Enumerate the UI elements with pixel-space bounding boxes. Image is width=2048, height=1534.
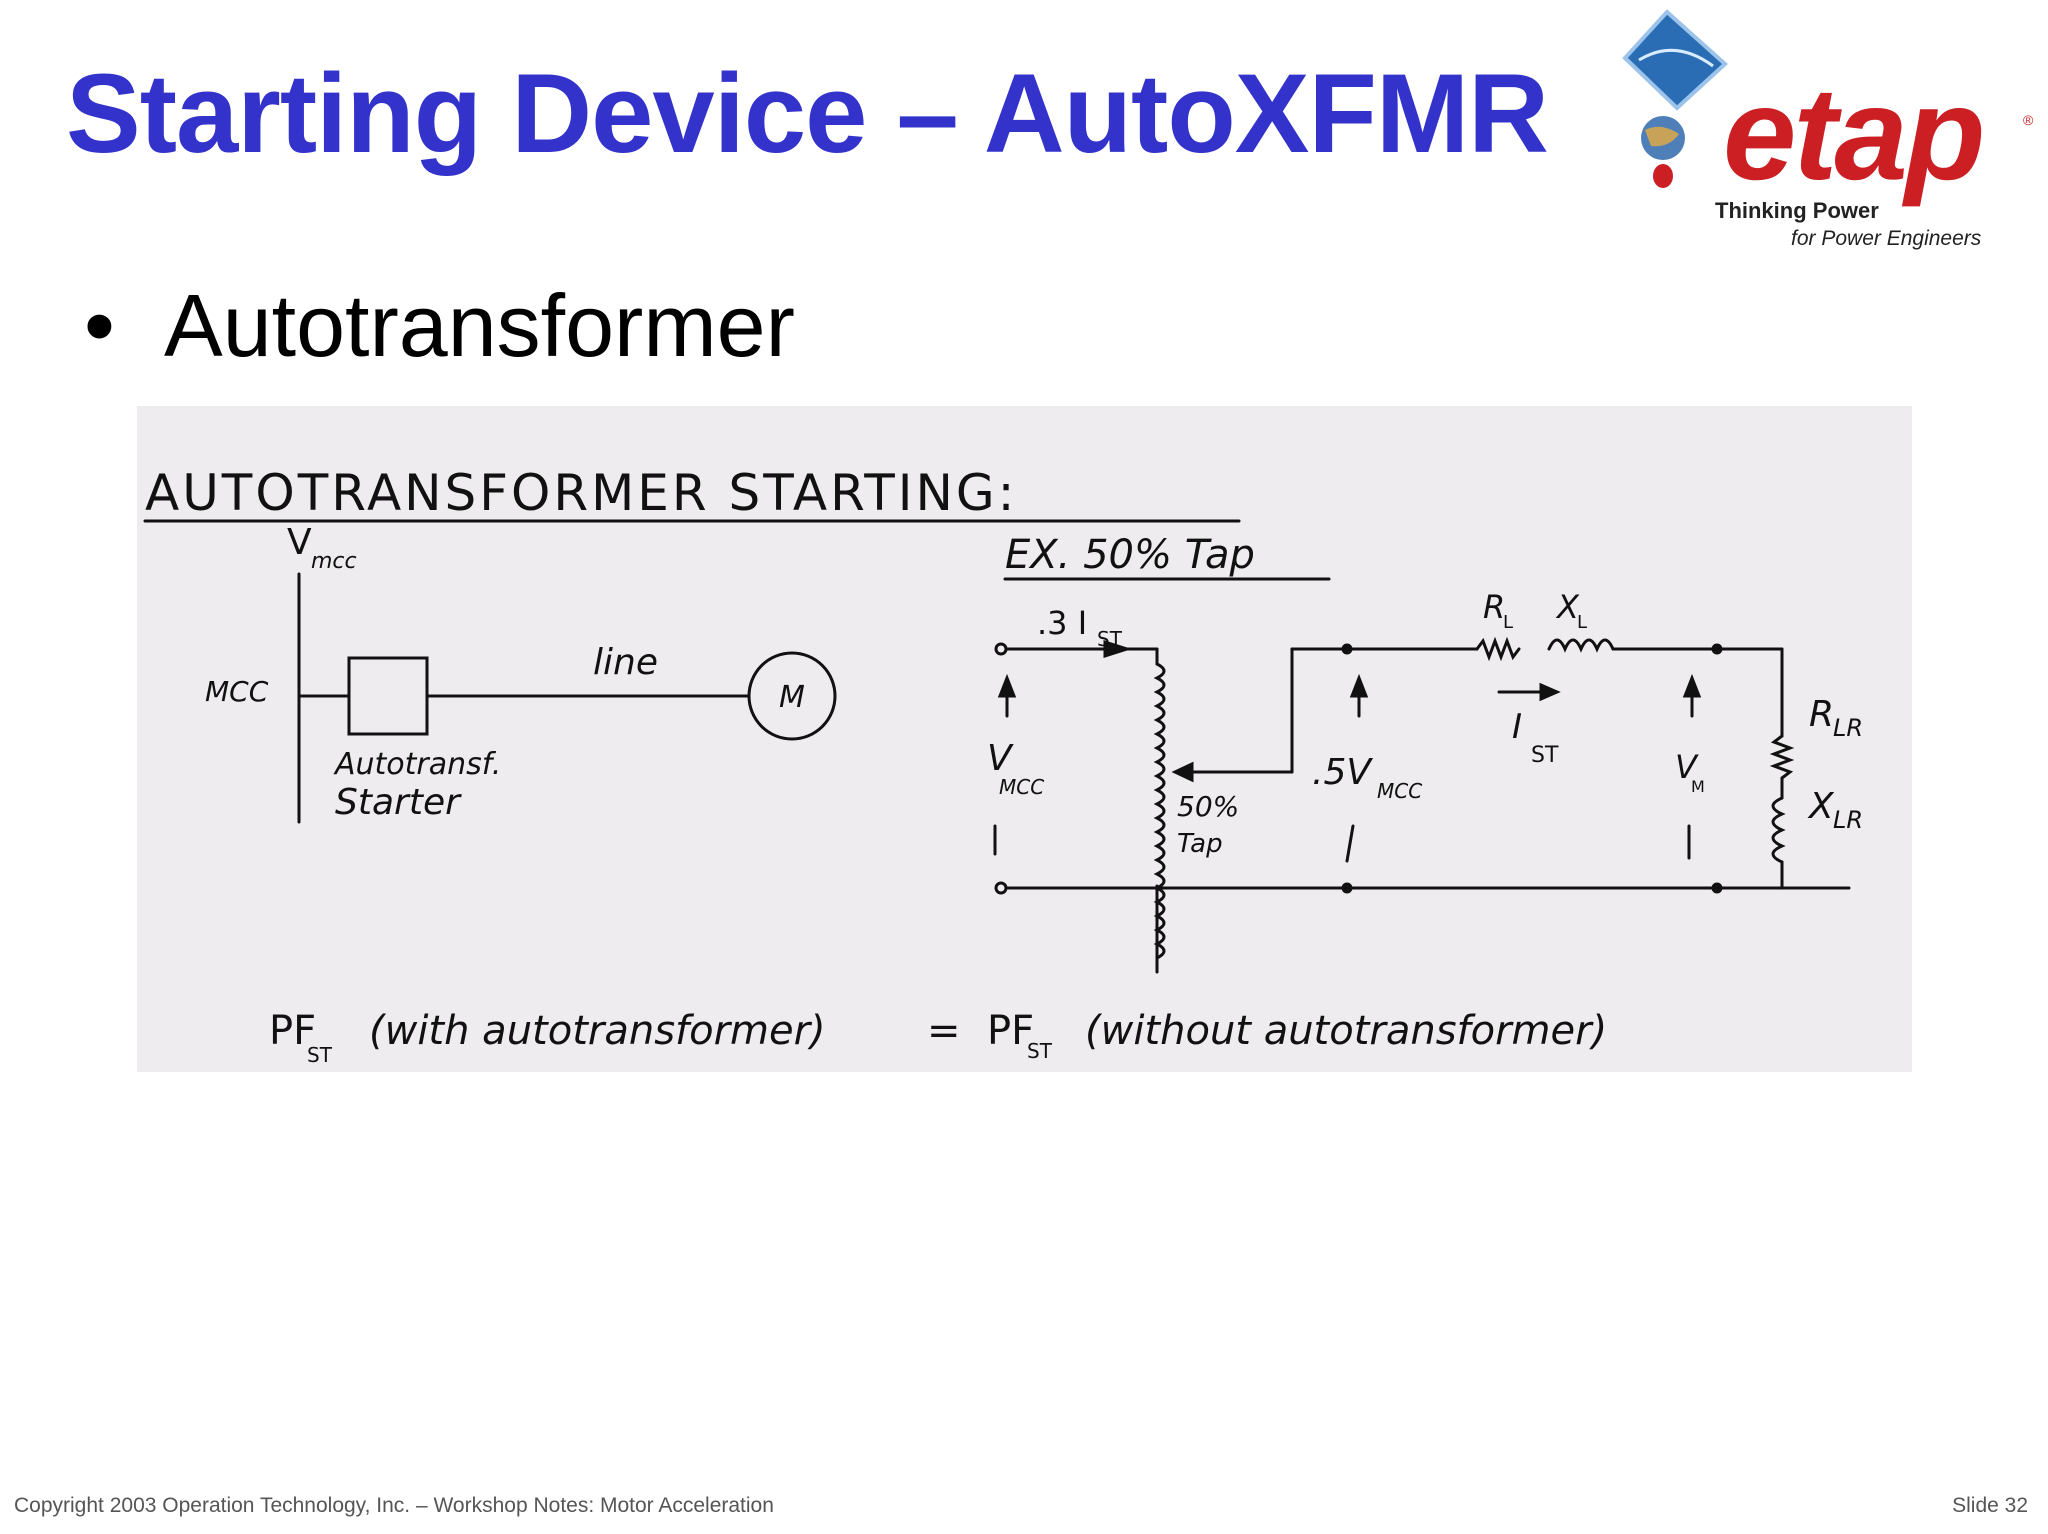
etap-logo: etap ® Thinking Power for Power Engineer…	[1605, 8, 2045, 258]
equation-equals: =	[927, 1008, 961, 1054]
equation-lhs-paren: (with autotransformer)	[369, 1008, 826, 1054]
equation-lhs-sub: ST	[307, 1043, 333, 1067]
input-current-sub: ST	[1097, 627, 1123, 651]
starter-label-1: Autotransf.	[333, 747, 501, 782]
motor-current-sub: ST	[1531, 743, 1559, 768]
line-x-sub: L	[1577, 612, 1587, 633]
bus-label: V	[287, 522, 312, 563]
bus-label-sub: mcc	[311, 549, 357, 574]
motor-voltage-label: V	[1675, 748, 1699, 786]
registered-mark: ®	[2023, 112, 2034, 128]
source-voltage-sub: MCC	[999, 775, 1044, 799]
locked-r-sub: LR	[1833, 714, 1863, 742]
equation-rhs-paren: (without autotransformer)	[1085, 1008, 1607, 1054]
source-voltage-label: V	[987, 738, 1014, 779]
line-r-label: R	[1483, 588, 1505, 626]
logo-tagline-2: for Power Engineers	[1791, 227, 1982, 250]
locked-x-sub: LR	[1833, 806, 1863, 834]
slide-number: Slide 32	[1952, 1494, 2028, 1517]
slide-title: Starting Device – AutoXFMR	[66, 51, 1549, 176]
bullet-item: • Autotransformer	[84, 276, 795, 375]
tap-label-1: 50%	[1177, 790, 1239, 823]
circuit-sketch: AUTOTRANSFORMER STARTING: V mcc MCC line…	[143, 464, 1863, 1067]
locked-x-label: X	[1807, 786, 1835, 827]
locked-r-label: R	[1809, 694, 1834, 735]
line-label: line	[593, 642, 658, 683]
footer-copyright: Copyright 2003 Operation Technology, Inc…	[14, 1494, 774, 1517]
logo-tagline-1: Thinking Power	[1715, 198, 1879, 223]
equation-rhs-sub: ST	[1027, 1039, 1053, 1063]
equation-rhs: PF	[987, 1008, 1034, 1054]
mid-voltage-label: .5V	[1312, 752, 1373, 793]
bullet-dot-icon: •	[84, 276, 115, 375]
input-current-label: .3 I	[1037, 604, 1087, 642]
line-x-label: X	[1555, 588, 1580, 626]
globe-diamond-icon	[1622, 9, 1728, 188]
example-label: EX. 50% Tap	[1005, 532, 1255, 578]
hand-drawn-diagram: AUTOTRANSFORMER STARTING: V mcc MCC line…	[137, 406, 1912, 1072]
line-r-sub: L	[1503, 612, 1513, 633]
motor-voltage-sub: M	[1691, 777, 1705, 796]
mcc-label: MCC	[205, 675, 269, 708]
bullet-text: Autotransformer	[164, 276, 795, 375]
motor-label: M	[779, 680, 805, 715]
logo-wordmark: etap	[1723, 60, 1985, 207]
equation-lhs: PF	[269, 1008, 316, 1054]
starter-label-2: Starter	[335, 782, 462, 823]
diagram-heading: AUTOTRANSFORMER STARTING:	[145, 464, 1018, 522]
mid-voltage-sub: MCC	[1377, 779, 1422, 803]
tap-label-2: Tap	[1177, 829, 1223, 859]
motor-current-label: I	[1512, 707, 1522, 747]
